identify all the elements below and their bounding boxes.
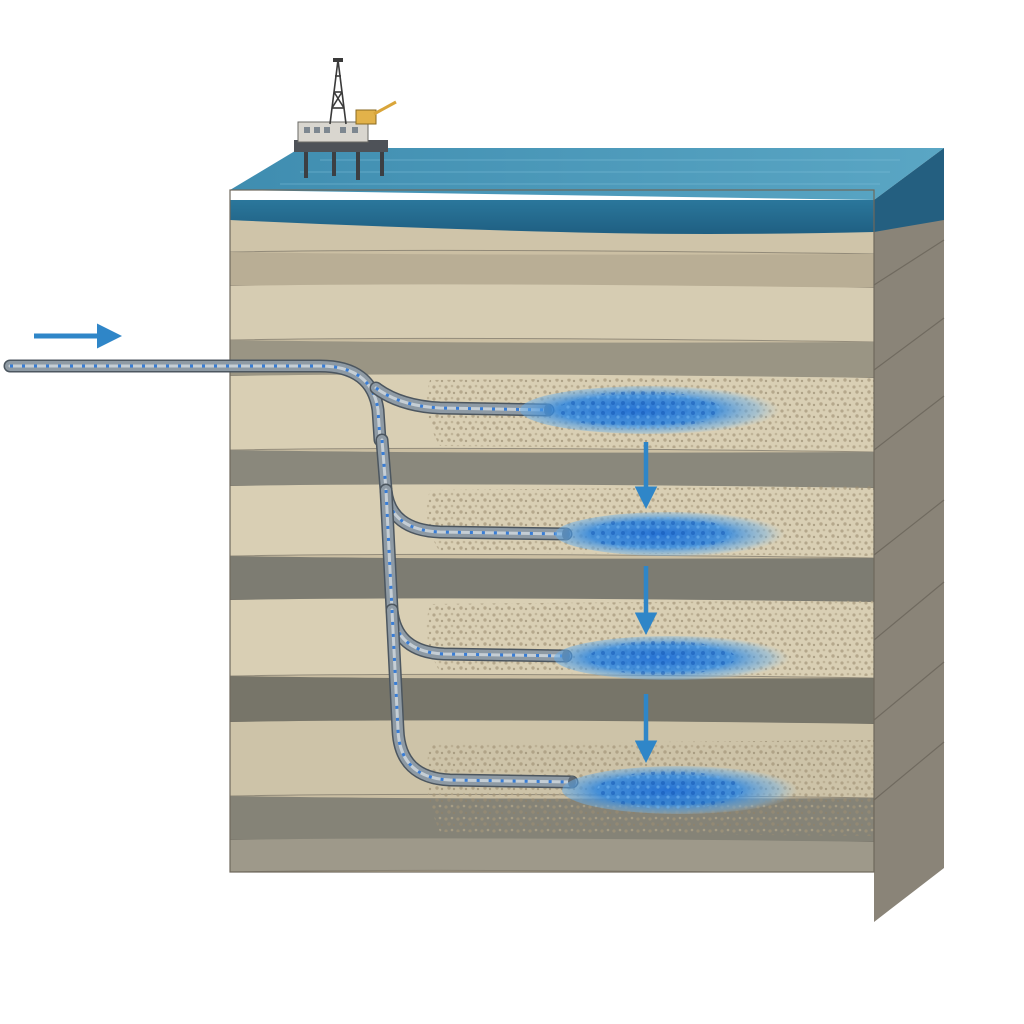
plume-bubbles xyxy=(589,641,735,675)
rock-layer xyxy=(230,556,874,603)
co2-plume xyxy=(562,766,798,814)
rock-layer xyxy=(230,340,874,379)
rock-layer xyxy=(230,252,874,289)
rock-layer xyxy=(230,284,874,342)
plume-bubbles xyxy=(597,771,743,808)
rock-layer xyxy=(230,838,874,874)
plume-bubbles xyxy=(559,391,720,428)
co2-plume xyxy=(554,636,790,680)
sea-surface xyxy=(230,148,944,200)
co2-plume xyxy=(555,512,785,556)
rock-layer xyxy=(230,450,874,489)
plume-bubbles xyxy=(589,517,732,551)
block-side-face xyxy=(874,148,944,922)
rock-layer xyxy=(230,676,874,725)
co2-plume xyxy=(520,386,780,434)
